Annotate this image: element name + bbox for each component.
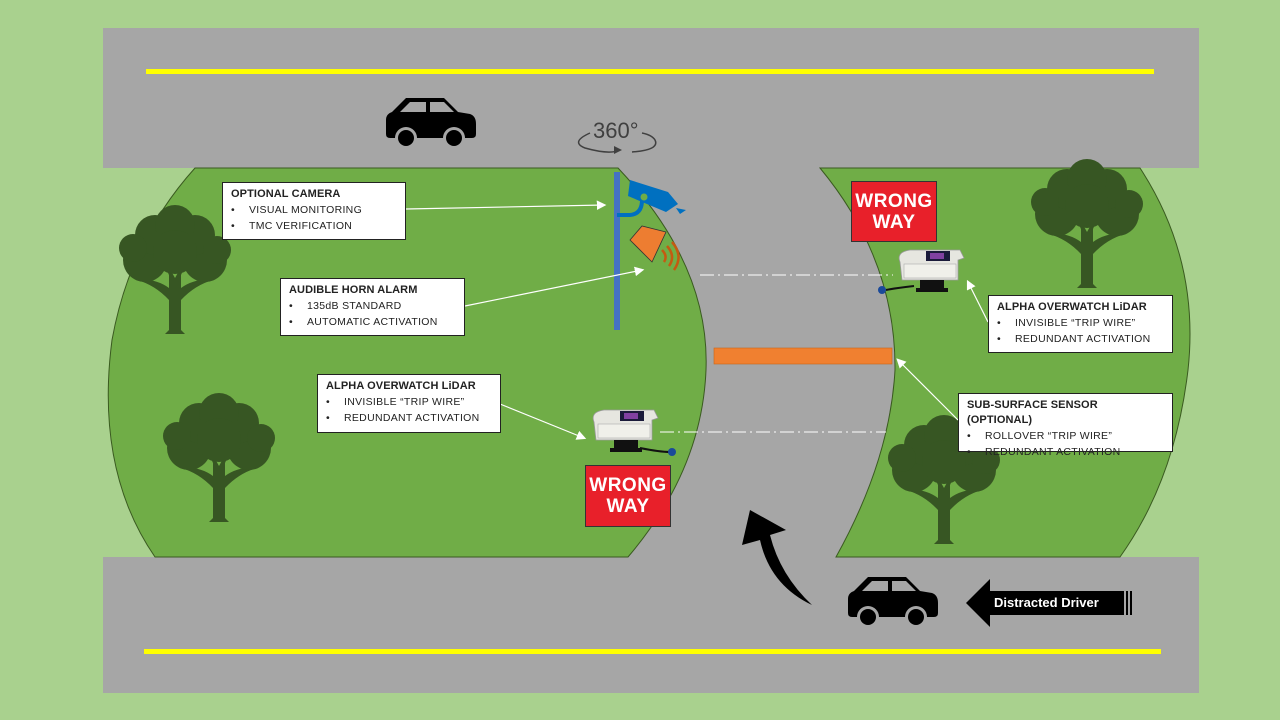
callout-bullet: INVISIBLE “TRIP WIRE” (997, 315, 1164, 331)
callout-bullet: REDUNDANT ACTIVATION (997, 331, 1164, 347)
callout-bullet: TMC VERIFICATION (231, 218, 397, 234)
leader-lidar-right (966, 279, 989, 323)
callout-bullet: REDUNDANT ACTIVATION (326, 410, 492, 426)
leader-sub-surface (896, 358, 959, 421)
sub-surface-sensor (713, 347, 893, 365)
horn-icon (629, 225, 680, 271)
curved-arrow-icon (742, 510, 812, 605)
distracted-driver-label: Distracted Driver (994, 595, 1099, 610)
top-road (103, 28, 1199, 168)
callout-audible-horn-alarm: AUDIBLE HORN ALARM 135dB STANDARDAUTOMAT… (280, 278, 465, 336)
callout-title: ALPHA OVERWATCH LiDAR (997, 301, 1147, 313)
camera-pole (614, 172, 620, 330)
callout-optional-camera: OPTIONAL CAMERA VISUAL MONITORINGTMC VER… (222, 182, 406, 240)
camera-mount (617, 199, 644, 217)
lidar-sensor-icon (878, 249, 965, 294)
bottom-lane-line (144, 649, 1161, 654)
callout-title: AUDIBLE HORN ALARM (289, 284, 418, 296)
callout-sub-surface-sensor: SUB-SURFACE SENSOR (OPTIONAL) ROLLOVER “… (958, 393, 1173, 460)
callout-bullet: ROLLOVER “TRIP WIRE” (967, 428, 1164, 444)
security-camera-icon (628, 180, 686, 214)
lidar-sensor-icon (592, 409, 676, 456)
distracted-driver-arrow (966, 579, 1132, 627)
bottom-road (103, 557, 1199, 693)
leader-horn (464, 266, 645, 307)
rotation-label: 360° (593, 118, 639, 143)
callout-title: OPTIONAL CAMERA (231, 188, 341, 200)
sign-line: WRONG (855, 190, 933, 212)
callout-bullet: REDUNDANT ACTIVATION (967, 444, 1164, 460)
callout-bullet: VISUAL MONITORING (231, 202, 397, 218)
sign-line: WAY (872, 211, 916, 233)
wrong-way-sign: WRONG WAY (585, 465, 671, 527)
callout-lidar-left: ALPHA OVERWATCH LiDAR INVISIBLE “TRIP WI… (317, 374, 501, 433)
callout-bullet: AUTOMATIC ACTIVATION (289, 314, 456, 330)
sign-line: WAY (606, 496, 650, 517)
callout-title: SUB-SURFACE SENSOR (OPTIONAL) (967, 399, 1098, 426)
callout-title: ALPHA OVERWATCH LiDAR (326, 380, 476, 392)
sign-line: WRONG (589, 475, 667, 496)
callout-bullet: 135dB STANDARD (289, 298, 456, 314)
top-lane-line (146, 69, 1154, 74)
callout-bullet: INVISIBLE “TRIP WIRE” (326, 394, 492, 410)
leader-camera (405, 200, 607, 210)
callout-lidar-right: ALPHA OVERWATCH LiDAR INVISIBLE “TRIP WI… (988, 295, 1173, 353)
leader-lidar-left (499, 403, 587, 440)
wrong-way-sign: WRONG WAY (851, 181, 937, 242)
rotation-arrow-icon (577, 132, 657, 154)
